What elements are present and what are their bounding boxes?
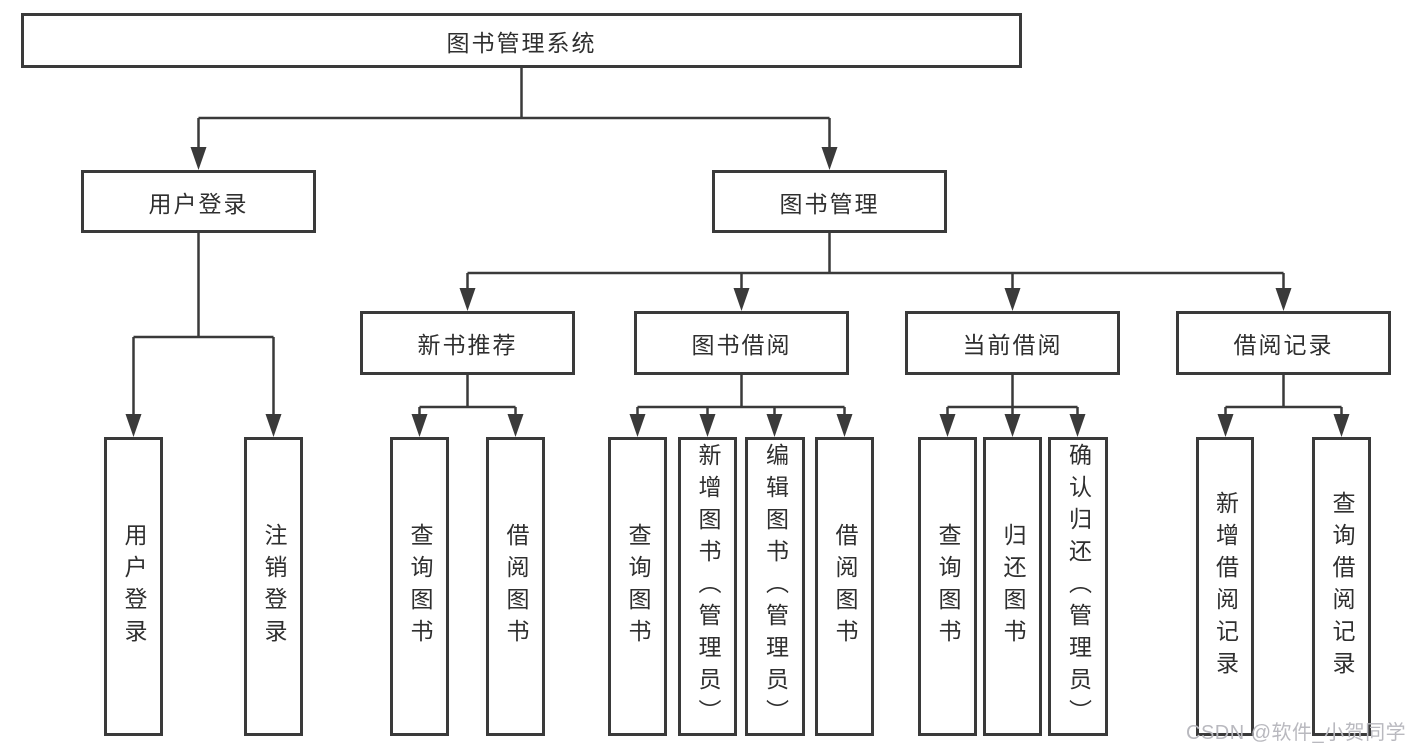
node-label: 用户登录 [148,190,249,217]
node-label: 当前借阅 [962,332,1063,358]
leaf-label: 借阅图书 [832,522,858,651]
leaf-label: 新增图书（管理员） [695,442,721,731]
node-root-library-management-system: 图书管理系统 [21,13,1022,68]
connector-current-borrow-to-children [946,375,1079,418]
arrowhead-level3 [459,288,1292,311]
leaf-label: 用户登录 [121,522,147,651]
node-borrow-records: 借阅记录 [1176,311,1391,375]
node-user-login: 用户登录 [81,170,316,233]
arrowheads [125,147,1350,437]
connector-root-to-level2 [197,68,831,152]
node-book-management: 图书管理 [712,170,947,233]
leaf-label: 确认归还（管理员） [1065,442,1092,731]
leaf-add-book-admin: 新增图书（管理员） [678,437,737,736]
leaf-borrow-books-b: 借阅图书 [815,437,874,736]
leaf-label: 查询借阅记录 [1329,490,1355,683]
leaf-label: 查询图书 [625,522,651,651]
node-book-borrow: 图书借阅 [634,311,849,375]
node-label: 图书管理 [779,190,880,217]
leaf-add-borrow-record: 新增借阅记录 [1196,437,1254,736]
leaf-user-login: 用户登录 [104,437,163,736]
node-label: 借阅记录 [1233,332,1334,358]
arrowhead-leaves [125,414,1350,437]
connector-book-management-to-level3 [466,233,1285,292]
leaf-edit-book-admin: 编辑图书（管理员） [745,437,805,736]
node-label: 图书借阅 [691,332,792,358]
leaf-label: 归还图书 [1000,522,1026,651]
leaf-query-books-a: 查询图书 [390,437,449,736]
node-label: 新书推荐 [417,332,518,358]
leaf-query-borrow-record: 查询借阅记录 [1312,437,1371,736]
connector-new-book-recommend-to-children [418,375,517,418]
csdn-watermark: CSDN @软件_小贺同学 [1186,722,1405,744]
leaf-confirm-return-admin: 确认归还（管理员） [1048,437,1108,736]
leaf-label: 新增借阅记录 [1212,490,1239,683]
connector-user-login-to-children [132,233,275,418]
leaf-label: 注销登录 [261,522,287,651]
leaf-return-books: 归还图书 [983,437,1042,736]
leaf-label: 借阅图书 [503,522,529,651]
leaf-query-books-c: 查询图书 [918,437,977,736]
leaf-label: 编辑图书（管理员） [762,442,789,731]
arrowhead-level2 [190,147,838,170]
leaf-label: 查询图书 [407,522,433,651]
leaf-query-books-b: 查询图书 [608,437,667,736]
node-current-borrow: 当前借阅 [905,311,1120,375]
leaf-label: 查询图书 [935,522,961,651]
node-label: 图书管理系统 [446,29,597,56]
connector-borrow-records-to-children [1224,375,1343,418]
node-new-book-recommend: 新书推荐 [360,311,575,375]
connector-book-borrow-to-children [636,375,846,418]
leaf-logout-login: 注销登录 [244,437,303,736]
leaf-borrow-books-a: 借阅图书 [486,437,545,736]
